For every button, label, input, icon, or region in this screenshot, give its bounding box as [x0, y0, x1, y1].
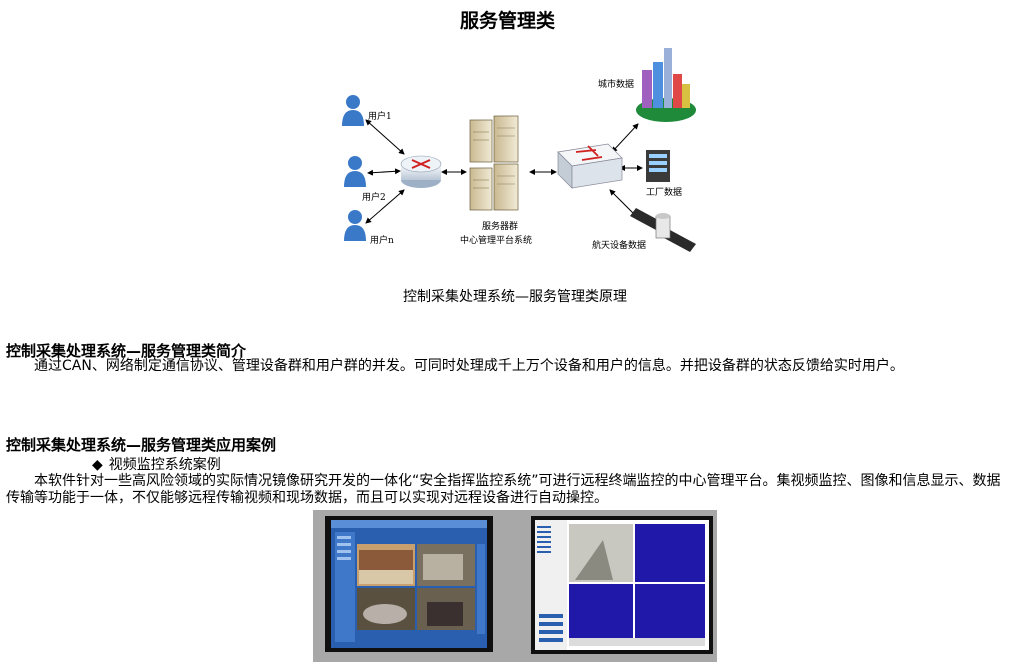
- user-1-label: 用户1: [368, 110, 392, 122]
- user-2-icon: [344, 156, 366, 187]
- router-icon: [400, 155, 442, 188]
- user-2-label: 用户2: [362, 191, 386, 203]
- user-1-icon: [342, 95, 364, 126]
- intro-paragraph: 通过CAN、网络制定通信协议、管理设备群和用户群的并发。可同时处理成千上万个设备…: [34, 358, 904, 374]
- page-title: 服务管理类: [459, 10, 555, 32]
- case-bullet: ◆ 视频监控系统案例: [92, 454, 221, 474]
- factory-data-label: 工厂数据: [646, 186, 682, 198]
- city-data-icon: [636, 48, 696, 122]
- server-label: 服务器群: [482, 220, 518, 232]
- monitoring-screenshots: [313, 510, 717, 662]
- city-data-label: 城市数据: [598, 78, 634, 90]
- connection-lines: [365, 119, 643, 224]
- platform-label: 中心管理平台系统: [460, 234, 532, 246]
- bullet-diamond-icon: ◆: [92, 457, 103, 473]
- user-n-label: 用户n: [370, 234, 394, 246]
- intro-heading: 控制采集处理系统—服务管理类简介: [6, 342, 247, 360]
- figure-caption: 控制采集处理系统—服务管理类原理: [403, 289, 627, 305]
- switch-icon: [557, 143, 623, 189]
- space-data-label: 航天设备数据: [592, 239, 646, 251]
- factory-data-icon: [646, 150, 670, 182]
- monitoring-screens-image: [325, 516, 713, 654]
- case-title: 视频监控系统案例: [108, 457, 221, 473]
- cases-heading: 控制采集处理系统—服务管理类应用案例: [6, 436, 277, 454]
- user-n-icon: [344, 210, 366, 241]
- architecture-diagram: 用户1 用户2 用户n 服务器群 中心管理平台系统: [342, 48, 696, 252]
- satellite-icon: [630, 208, 696, 252]
- cases-paragraph: 本软件针对一些高风险领域的实际情况镜像研究开发的一体化“安全指挥监控系统”可进行…: [6, 473, 1001, 506]
- server-cluster-icon: [469, 115, 519, 211]
